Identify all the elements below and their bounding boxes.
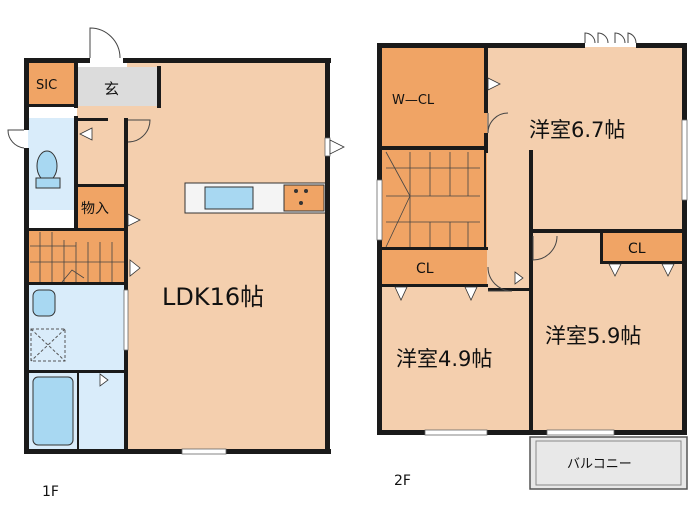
wcl-closet (381, 47, 487, 148)
window-2f-right (681, 119, 688, 201)
balcony (529, 436, 688, 490)
room-67-door[interactable] (487, 112, 509, 134)
room-59 (532, 231, 683, 433)
monoire-closet (78, 186, 126, 228)
arrow-icon (394, 286, 408, 301)
cl-left (381, 249, 487, 285)
toilet-fixture (35, 150, 61, 189)
window-59 (546, 429, 615, 436)
window-washroom (123, 289, 129, 351)
window-stairs (376, 179, 383, 241)
arrow-icon (661, 263, 675, 277)
label-wcl: W—CL (392, 93, 435, 108)
label-cl-right: CL (628, 241, 646, 257)
arrow-icon (329, 139, 345, 155)
window-1f-right (324, 137, 331, 157)
bathtub (32, 376, 74, 446)
hall-2f (487, 148, 532, 291)
window-1f-bottom (181, 448, 227, 455)
ldk-door[interactable] (127, 119, 151, 143)
washing-machine-space (30, 328, 66, 362)
label-genkan: 玄 (104, 80, 119, 98)
label-sic: SIC (36, 78, 57, 93)
label-cl-left: CL (416, 261, 434, 277)
arrow-icon (127, 213, 141, 227)
label-room-67: 洋室6.7帖 (529, 118, 625, 142)
kitchen-counter (184, 182, 327, 214)
label-floor-2f: 2F (394, 473, 411, 489)
arrow-icon (514, 271, 524, 285)
sic-closet (28, 62, 76, 104)
label-room-59: 洋室5.9帖 (545, 324, 641, 348)
arrow-icon (487, 77, 501, 91)
window-49 (424, 429, 488, 436)
arrow-icon (99, 373, 109, 387)
balcony-inner (535, 440, 682, 486)
floor-2f: W—CL 洋室6.7帖 CL CL 洋室4.9帖 洋室5.9帖 バルコニー 2F (376, 32, 688, 490)
toilet-door[interactable] (7, 129, 25, 149)
stairs-2f-lines (385, 151, 480, 248)
entrance-door[interactable] (89, 27, 121, 59)
room-49-door[interactable] (487, 266, 513, 292)
room-59-door[interactable] (532, 235, 558, 261)
cl-right (600, 231, 683, 263)
genkan-floor (77, 67, 157, 106)
label-balcony: バルコニー (567, 457, 632, 472)
washbasin (32, 289, 56, 317)
arrow-icon (129, 259, 141, 277)
stairs-1f-lines (30, 232, 125, 283)
balcony-door-top[interactable] (584, 32, 637, 44)
arrow-icon (79, 127, 93, 141)
arrow-icon (608, 263, 622, 277)
arrow-icon (464, 286, 478, 301)
label-floor-1f: 1F (42, 484, 59, 500)
label-monoire: 物入 (81, 201, 109, 217)
label-room-49: 洋室4.9帖 (396, 347, 492, 371)
room-49 (381, 285, 532, 433)
ldk-room (127, 62, 328, 451)
stairs-2f (381, 148, 487, 249)
floor-1f: SIC 玄 物入 LDK16帖 1F (7, 27, 345, 500)
label-ldk: LDK16帖 (162, 283, 264, 311)
